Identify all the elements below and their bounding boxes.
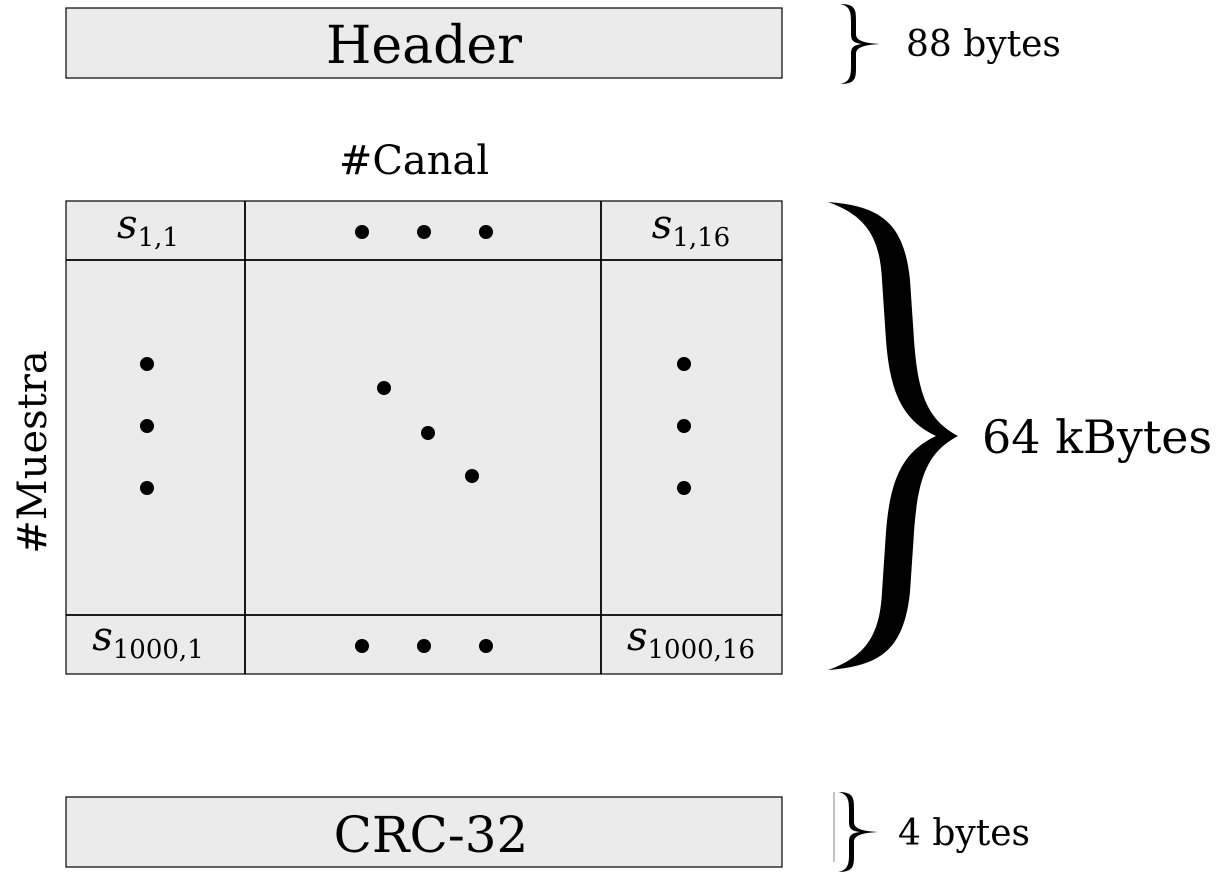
top-row-ellipsis [355,225,493,239]
crc-brace [838,792,878,872]
bottom-row-ellipsis [355,639,493,653]
crc-size-label: 4 bytes [898,813,1030,854]
cell-s-1-1: s1,1 [117,202,179,253]
matrix-size-label: 64 kBytes [982,410,1212,464]
channel-axis-label: #Canal [339,138,489,184]
header-label: Header [326,16,522,76]
crc-block [65,796,783,868]
cell-s-1000-1: s1000,1 [92,614,204,665]
diagonal-ellipsis [377,381,479,483]
matrix-brace [828,202,958,670]
header-brace [840,4,880,84]
cell-s-1-16: s1,16 [652,202,730,253]
sample-axis-label: #Muestra [10,350,56,553]
crc-label: CRC-32 [334,806,529,864]
left-column-ellipsis [140,357,154,495]
header-block [65,7,783,79]
header-size-label: 88 bytes [906,24,1061,65]
right-column-ellipsis [677,357,691,495]
cell-s-1000-16: s1000,16 [627,614,755,665]
